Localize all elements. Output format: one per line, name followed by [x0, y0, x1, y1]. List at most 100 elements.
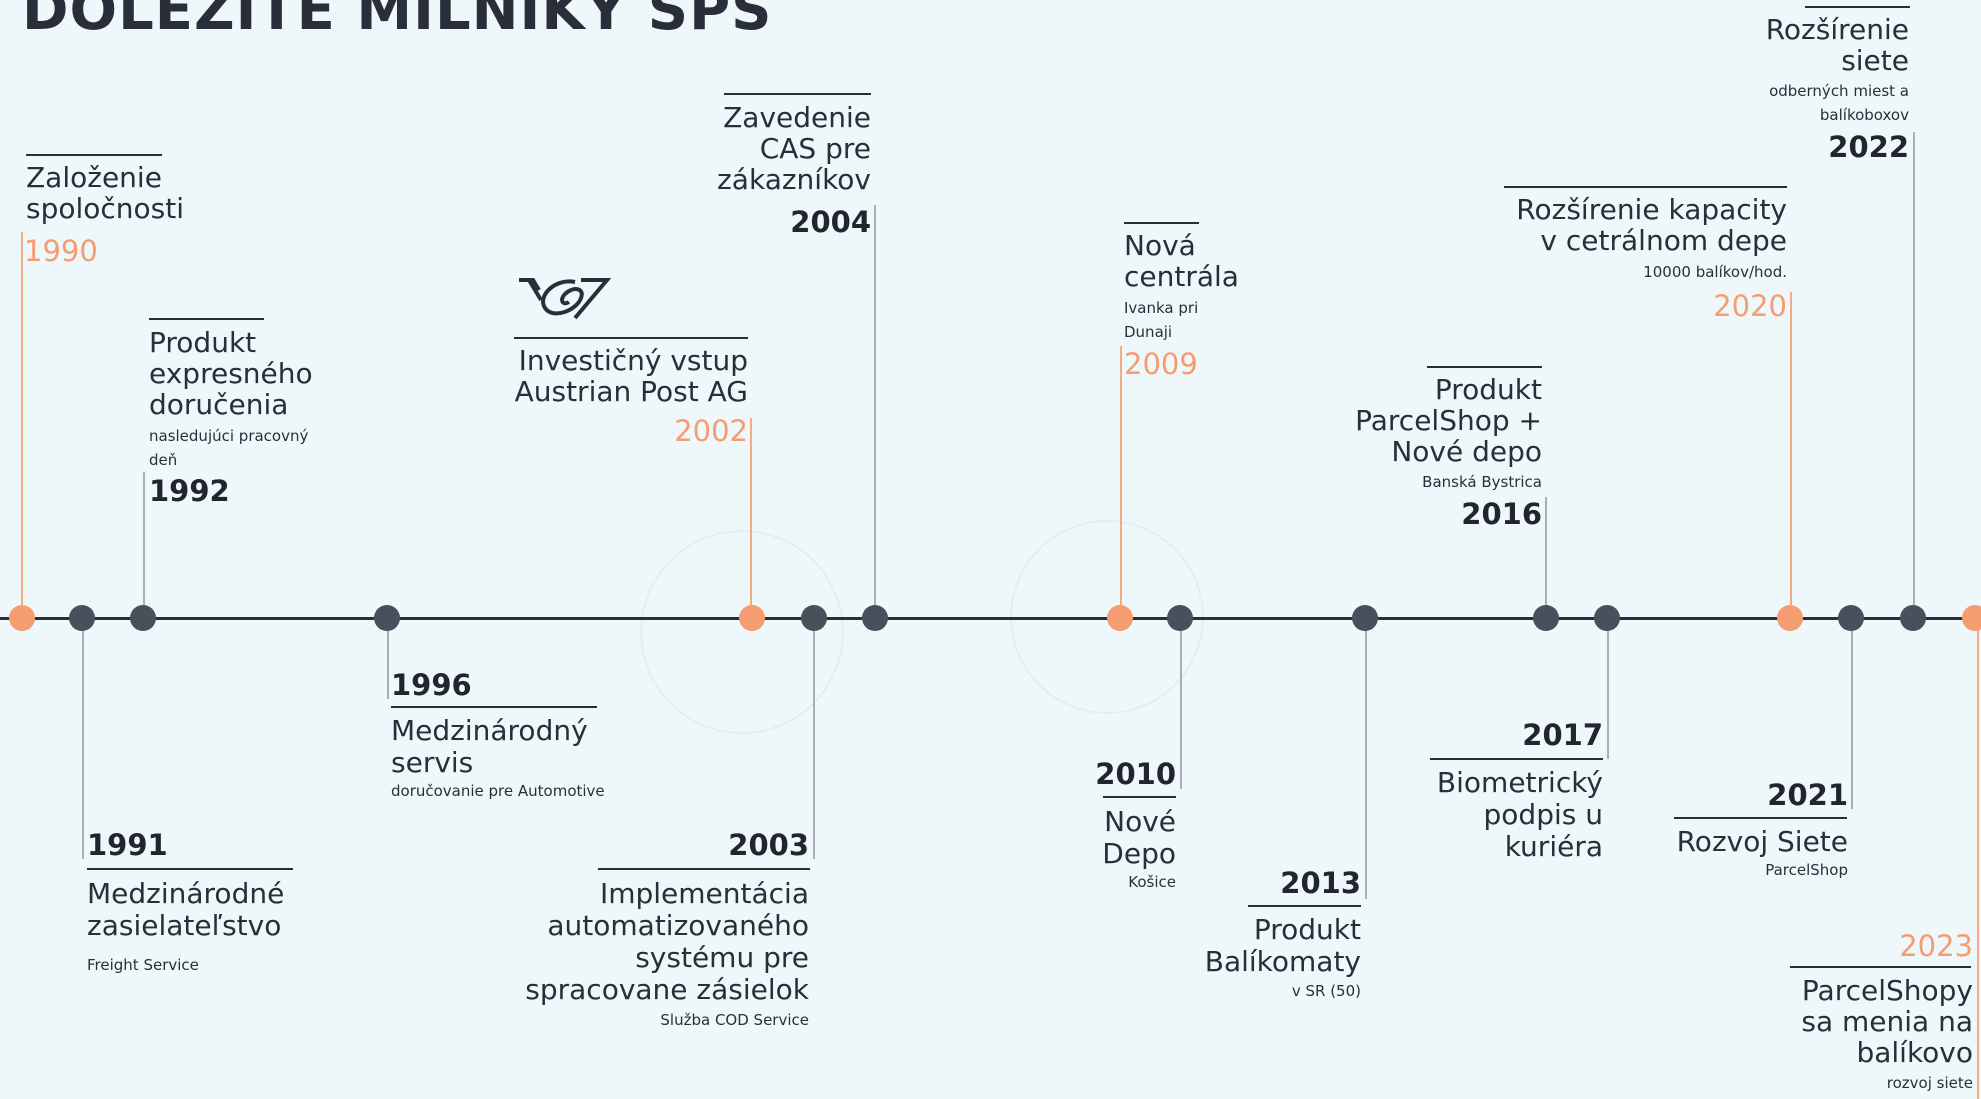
milestone-year: 1991 — [87, 828, 168, 862]
milestone-rule — [1430, 758, 1603, 760]
milestone-title-line: centrála — [1124, 260, 1239, 293]
milestone-connector — [21, 232, 23, 617]
timeline-dot — [862, 605, 888, 631]
milestone-title-line: Investičný vstup — [518, 344, 748, 377]
milestone-year: 2002 — [674, 414, 748, 448]
milestone-year: 2003 — [728, 828, 809, 862]
milestone-year: 1992 — [149, 474, 230, 508]
milestone-year: 2009 — [1124, 347, 1198, 381]
milestone-rule — [514, 337, 748, 339]
milestone-title-line: servis — [391, 746, 474, 779]
timeline-dot — [1594, 605, 1620, 631]
milestone-title-line: sa menia na — [1801, 1005, 1973, 1038]
milestone-note: Košice — [1128, 873, 1176, 891]
milestone-year: 2004 — [790, 205, 871, 239]
timeline-dot — [1352, 605, 1378, 631]
milestone-title-line: automatizovaného — [547, 909, 809, 942]
timeline-dot — [130, 605, 156, 631]
milestone-note: deň — [149, 451, 178, 469]
milestone-title-line: Balíkomaty — [1204, 945, 1361, 978]
milestone-rule — [598, 868, 810, 870]
milestone-connector — [813, 619, 815, 859]
milestone-title-line: ParcelShopy — [1801, 974, 1973, 1007]
milestone-rule — [1674, 817, 1847, 819]
milestone-year: 2021 — [1767, 778, 1848, 812]
milestone-rule — [26, 154, 162, 156]
milestone-title-line: Produkt — [1253, 913, 1361, 946]
milestone-title-line: ParcelShop + — [1355, 404, 1542, 437]
milestone-rule — [1504, 186, 1787, 188]
milestone-year: 2020 — [1713, 289, 1787, 323]
timeline-dot — [739, 605, 765, 631]
milestone-connector — [874, 205, 876, 617]
timeline-dot — [1777, 605, 1803, 631]
milestone-note: Ivanka pri — [1124, 299, 1199, 317]
milestone-rule — [724, 93, 871, 95]
timeline-dot — [1962, 605, 1981, 631]
milestone-title-line: zákazníkov — [717, 163, 871, 196]
milestone-year: 2017 — [1522, 718, 1603, 752]
milestone-rule — [1427, 366, 1542, 368]
milestone-title-line: podpis u — [1483, 798, 1603, 831]
milestone-title-line: Rozšírenie — [1765, 13, 1909, 46]
milestone-title-line: Depo — [1102, 837, 1176, 870]
timeline-dot — [801, 605, 827, 631]
milestone-title-line: Implementácia — [599, 877, 809, 910]
timeline-dot — [1838, 605, 1864, 631]
milestone-note: doručovanie pre Automotive — [391, 782, 605, 800]
milestone-connector — [1180, 619, 1182, 789]
milestone-connector — [82, 619, 84, 859]
milestone-note: 10000 balíkov/hod. — [1643, 263, 1787, 281]
milestone-title-line: CAS pre — [759, 132, 871, 165]
milestone-rule — [1248, 905, 1361, 907]
milestone-note: v SR (50) — [1291, 982, 1361, 1000]
milestone-note: balíkoboxov — [1819, 106, 1909, 124]
milestone-note: nasledujúci pracovný — [149, 427, 309, 445]
timeline-dot — [1900, 605, 1926, 631]
milestone-title-line: balíkovo — [1856, 1036, 1973, 1069]
austrian-post-horn-icon — [519, 278, 611, 320]
page-title: DÔLEŽITÉ MÍĽNIKY SPS — [22, 0, 773, 43]
milestone-year: 2010 — [1095, 757, 1176, 791]
milestone-title-line: Nová — [1124, 229, 1196, 262]
milestone-title-line: siete — [1841, 44, 1909, 77]
milestone-rule — [1805, 6, 1910, 8]
timeline-dot — [1533, 605, 1559, 631]
timeline-dot — [1107, 605, 1133, 631]
milestone-title-line: v cetrálnom depe — [1540, 224, 1787, 257]
milestone-year: 2016 — [1461, 497, 1542, 531]
milestone-title-line: Nové — [1104, 805, 1176, 838]
milestone-note: Dunaji — [1124, 323, 1173, 341]
timeline-dot — [374, 605, 400, 631]
milestone-rule — [1103, 796, 1176, 798]
milestone-title-line: Austrian Post AG — [514, 375, 748, 408]
timeline-dot — [1167, 605, 1193, 631]
milestone-note: ParcelShop — [1765, 861, 1848, 879]
milestone-rule — [87, 868, 293, 870]
milestone-note: odberných miest a — [1769, 82, 1909, 100]
milestone-title-line: Produkt — [149, 326, 257, 359]
milestone-rule — [391, 706, 597, 708]
milestone-connector — [143, 472, 145, 617]
milestone-note: Freight Service — [87, 956, 199, 974]
milestone-title-line: kuriéra — [1504, 830, 1603, 863]
milestone-title-line: Produkt — [1434, 373, 1542, 406]
milestone-note: Služba COD Service — [660, 1011, 809, 1029]
timeline-dot — [9, 605, 35, 631]
milestone-connector — [1790, 292, 1792, 617]
background-circle — [640, 530, 844, 734]
milestone-title-line: expresného — [149, 357, 313, 390]
milestone-connector — [387, 619, 389, 699]
milestone-connector — [1120, 346, 1122, 617]
milestone-title-line: Medzinárodné — [87, 877, 285, 910]
milestone-rule — [149, 318, 264, 320]
milestone-rule — [1790, 966, 1971, 968]
milestone-connector — [1977, 619, 1979, 1099]
milestone-note: rozvoj siete — [1886, 1074, 1973, 1092]
milestone-year: 1990 — [24, 234, 98, 268]
milestone-note: Banská Bystrica — [1422, 473, 1542, 491]
milestone-title-line: doručenia — [149, 388, 289, 421]
milestone-title-line: Nové depo — [1391, 435, 1542, 468]
milestone-year: 2022 — [1828, 130, 1909, 164]
milestone-title-line: Rozšírenie kapacity — [1516, 193, 1787, 226]
